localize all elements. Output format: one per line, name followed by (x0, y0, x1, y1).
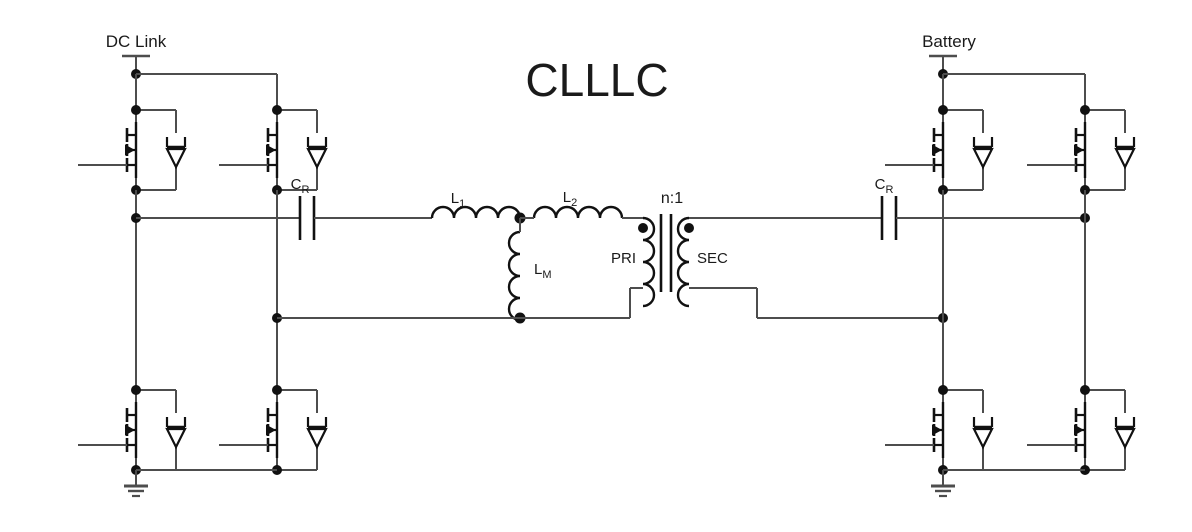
capacitor-cr-left[interactable] (298, 196, 316, 240)
mosfet-q8-low-right[interactable] (1025, 388, 1136, 472)
secondary-winding-label: SEC (697, 250, 728, 267)
node-q1-drain (131, 105, 141, 115)
primary-winding-label: PRI (611, 250, 636, 267)
dc-link-label: DC Link (106, 32, 167, 51)
inductor-l2[interactable] (532, 205, 624, 219)
mosfet-q1-high-left[interactable] (76, 108, 187, 192)
primary-bridge-group (76, 54, 328, 498)
node-q4-drain (272, 385, 282, 395)
node-q8-drain (1080, 385, 1090, 395)
node-q3-drain (131, 385, 141, 395)
mosfet-q6-high-right[interactable] (1025, 108, 1136, 192)
node-q6-drain (1080, 105, 1090, 115)
node-q2-drain (272, 105, 282, 115)
winding-secondary (676, 216, 690, 308)
capacitor-cr-left-label: CR (291, 176, 310, 196)
node-q7-drain (938, 385, 948, 395)
battery-label: Battery (922, 32, 976, 51)
mosfet-q5-high-right[interactable] (883, 108, 994, 192)
figure-title: CLLLC (525, 54, 668, 106)
ground-symbol-right (931, 470, 955, 498)
inductor-l1[interactable] (430, 205, 522, 219)
capacitor-cr-right-label: CR (875, 176, 894, 196)
turns-ratio-label: n:1 (661, 190, 683, 207)
node-q5-drain (938, 105, 948, 115)
secondary-tank-group (689, 196, 1090, 323)
mosfet-q3-low-left[interactable] (76, 388, 187, 472)
inductor-l2-label: L2 (563, 189, 577, 209)
inductor-lm[interactable] (507, 230, 521, 322)
capacitor-cr-right[interactable] (880, 196, 898, 240)
transformer-group[interactable] (638, 214, 694, 308)
secondary-bridge-group (883, 54, 1136, 498)
mosfet-q2-high-left[interactable] (217, 108, 328, 192)
winding-primary (642, 216, 656, 308)
polarity-dot-primary (638, 223, 648, 233)
mosfet-q4-low-left[interactable] (217, 388, 328, 472)
polarity-dot-secondary (684, 223, 694, 233)
ground-symbol-left (124, 470, 148, 498)
resonant-tank-group (136, 196, 643, 324)
inductor-lm-label: LM (534, 261, 552, 281)
mosfet-q7-low-right[interactable] (883, 388, 994, 472)
inductor-l1-label: L1 (451, 190, 465, 210)
